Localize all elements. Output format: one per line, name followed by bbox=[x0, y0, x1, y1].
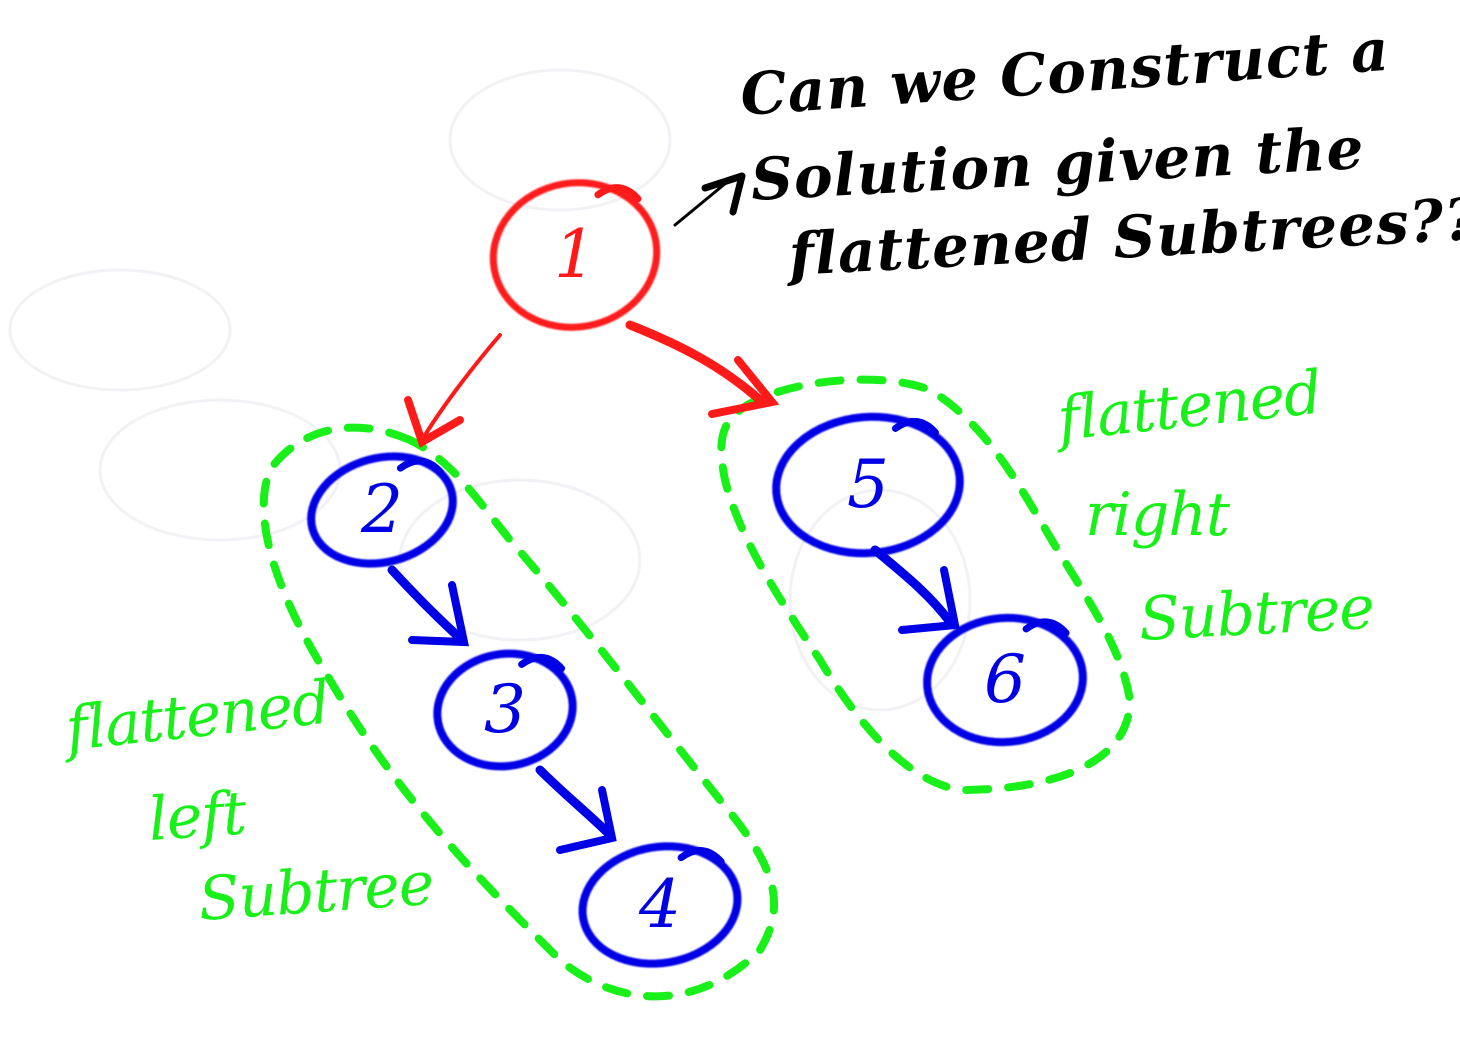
node-ring-hook bbox=[396, 457, 444, 476]
ghost-ring bbox=[8, 268, 232, 392]
node-circle bbox=[489, 179, 661, 331]
node-label: 6 bbox=[984, 641, 1026, 718]
arrowhead-icon bbox=[898, 566, 960, 634]
edge-line bbox=[625, 320, 765, 405]
right-label-line-3: Subtree bbox=[1137, 573, 1375, 655]
right-label-line-2: right bbox=[1085, 480, 1231, 550]
node-label: 3 bbox=[484, 671, 526, 748]
tree-node-5: 5 bbox=[772, 412, 964, 558]
arrowhead-icon bbox=[408, 581, 469, 647]
ghost-ring bbox=[788, 488, 972, 712]
tree-node-4: 4 bbox=[578, 842, 742, 968]
node-label: 1 bbox=[554, 216, 596, 293]
subtree-groups bbox=[259, 375, 1135, 1001]
question-annotation: Can we Construct a Solution given the fl… bbox=[673, 16, 1460, 289]
edge-1-2 bbox=[404, 333, 502, 448]
left-subtree-label: flattened left Subtree bbox=[58, 668, 435, 935]
arrow-up-right-icon bbox=[673, 172, 746, 227]
arrowhead-icon bbox=[404, 396, 464, 448]
edge-line bbox=[387, 565, 467, 645]
node-circle bbox=[433, 649, 577, 771]
node-circle bbox=[307, 452, 457, 568]
tree-node-1: 1 bbox=[489, 179, 661, 331]
right-subtree-outline bbox=[717, 375, 1135, 795]
node-ring-hook bbox=[518, 653, 566, 672]
tree-node-2: 2 bbox=[307, 452, 457, 568]
node-circle bbox=[578, 842, 742, 968]
arrowhead-icon bbox=[556, 786, 617, 854]
edge-5-6 bbox=[870, 545, 960, 634]
edge-3-4 bbox=[535, 765, 617, 854]
node-circle bbox=[772, 412, 964, 558]
left-label-line-3: Subtree bbox=[196, 849, 435, 935]
node-ring-hook bbox=[677, 847, 725, 866]
node-ring-hook bbox=[891, 417, 939, 436]
edge-2-3 bbox=[387, 565, 469, 647]
arrow-head bbox=[701, 172, 746, 216]
arrowhead-icon bbox=[708, 356, 780, 418]
tree-node-3: 3 bbox=[433, 649, 577, 771]
node-circle bbox=[923, 613, 1087, 747]
edge-1-5 bbox=[625, 320, 780, 418]
node-label: 4 bbox=[638, 866, 681, 943]
node-label: 2 bbox=[360, 471, 403, 548]
edge-line bbox=[870, 545, 955, 627]
right-subtree-label: flattened right Subtree bbox=[1050, 358, 1375, 655]
left-label-line-2: left bbox=[146, 778, 250, 855]
ghost-ring bbox=[98, 398, 342, 542]
question-line-1: Can we Construct a bbox=[738, 16, 1391, 129]
right-label-line-1: flattened bbox=[1050, 358, 1324, 456]
node-label: 5 bbox=[847, 446, 889, 523]
left-subtree-outline bbox=[259, 423, 778, 1001]
ghost-ring bbox=[448, 68, 672, 212]
tree-node-6: 6 bbox=[923, 613, 1087, 747]
edge-line bbox=[535, 765, 615, 840]
tree-edges bbox=[387, 320, 960, 854]
edge-line bbox=[420, 333, 502, 442]
node-ring-hook bbox=[594, 184, 642, 203]
node-ring-hook bbox=[1022, 618, 1070, 637]
tree-nodes: 1 2 3 4 5 6 bbox=[307, 179, 1087, 968]
left-label-line-1: flattened bbox=[58, 668, 332, 766]
